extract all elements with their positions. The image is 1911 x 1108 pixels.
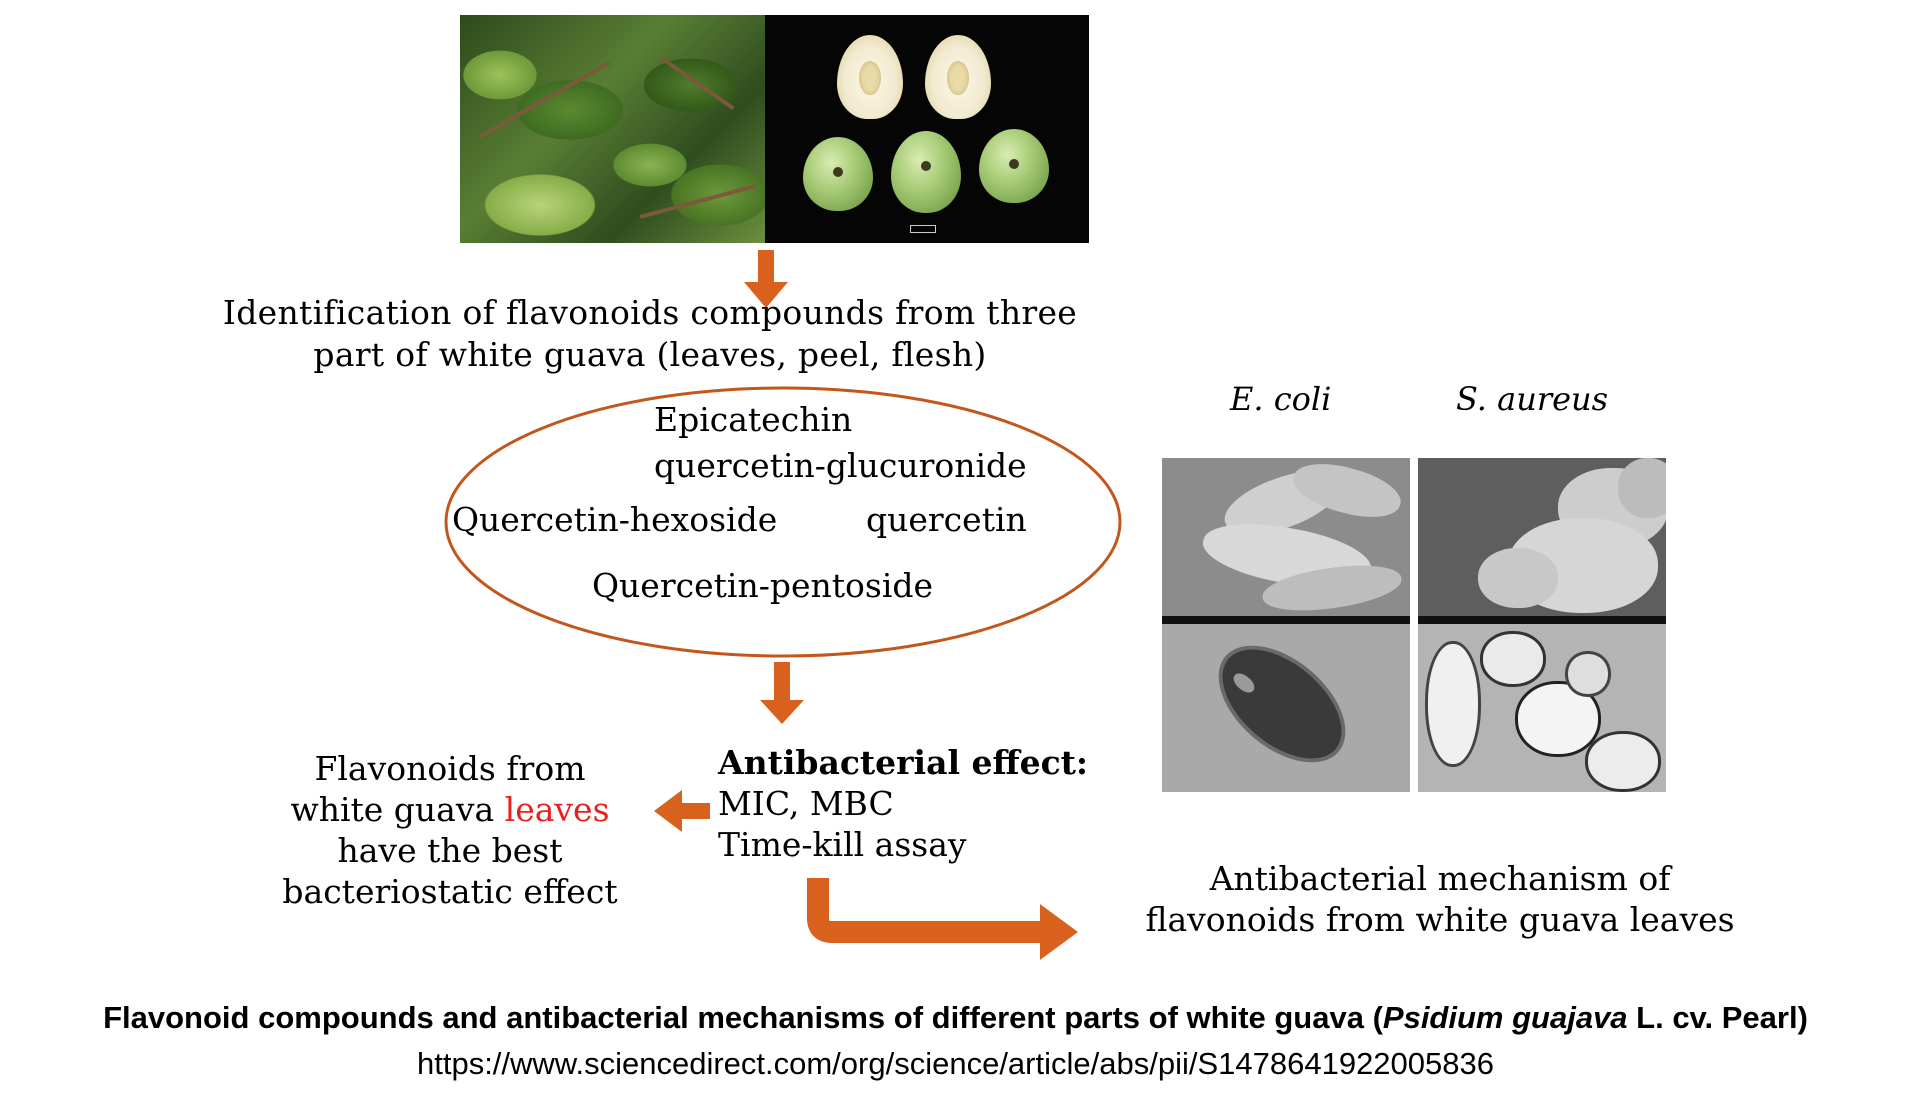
- figure-caption-url[interactable]: https://www.sciencedirect.com/org/scienc…: [0, 1046, 1911, 1082]
- caption-title-suffix: L. cv. Pearl): [1628, 1000, 1808, 1035]
- antibacterial-effect-title: Antibacterial effect:: [718, 742, 1088, 783]
- tem-s-aureus: [1418, 624, 1666, 792]
- label-s-aureus: S. aureus: [1456, 380, 1608, 418]
- sem-e-coli: [1162, 458, 1410, 616]
- result-line-1: Flavonoids from: [240, 748, 660, 789]
- caption-title-prefix: Flavonoid compounds and antibacterial me…: [103, 1000, 1383, 1035]
- compound-quercetin-hexoside: Quercetin-hexoside: [452, 500, 777, 539]
- mechanism-line-1: Antibacterial mechanism of: [1080, 858, 1800, 899]
- compound-epicatechin: Epicatechin: [654, 400, 852, 439]
- identification-text: Identification of flavonoids compounds f…: [150, 292, 1150, 376]
- antibacterial-method-1: MIC, MBC: [718, 783, 1088, 824]
- result-line-2: white guava leaves: [240, 789, 660, 830]
- result-highlight-leaves: leaves: [505, 790, 610, 829]
- antibacterial-effect-block: Antibacterial effect: MIC, MBC Time-kill…: [718, 742, 1088, 865]
- arrow-left: [654, 790, 710, 832]
- arrow-down-2: [760, 662, 804, 724]
- label-e-coli: E. coli: [1230, 380, 1331, 418]
- antibacterial-method-2: Time-kill assay: [718, 824, 1088, 865]
- figure-caption-title: Flavonoid compounds and antibacterial me…: [0, 1000, 1911, 1036]
- compound-quercetin: quercetin: [866, 500, 1027, 539]
- identification-line-2: part of white guava (leaves, peel, flesh…: [150, 334, 1150, 376]
- tem-e-coli: [1162, 624, 1410, 792]
- result-line-4: bacteriostatic effect: [240, 871, 660, 912]
- mechanism-line-2: flavonoids from white guava leaves: [1080, 899, 1800, 940]
- result-line-2-prefix: white guava: [290, 790, 504, 829]
- micrograph-gap: [1410, 458, 1418, 792]
- result-block: Flavonoids from white guava leaves have …: [240, 748, 660, 912]
- caption-title-species: Psidium guajava: [1383, 1000, 1628, 1035]
- sem-s-aureus: [1418, 458, 1666, 616]
- mechanism-block: Antibacterial mechanism of flavonoids fr…: [1080, 858, 1800, 940]
- arrow-bent-right: [818, 878, 1078, 960]
- compound-quercetin-glucuronide: quercetin-glucuronide: [654, 446, 1027, 485]
- result-line-3: have the best: [240, 830, 660, 871]
- identification-line-1: Identification of flavonoids compounds f…: [150, 292, 1150, 334]
- compound-quercetin-pentoside: Quercetin-pentoside: [592, 566, 933, 605]
